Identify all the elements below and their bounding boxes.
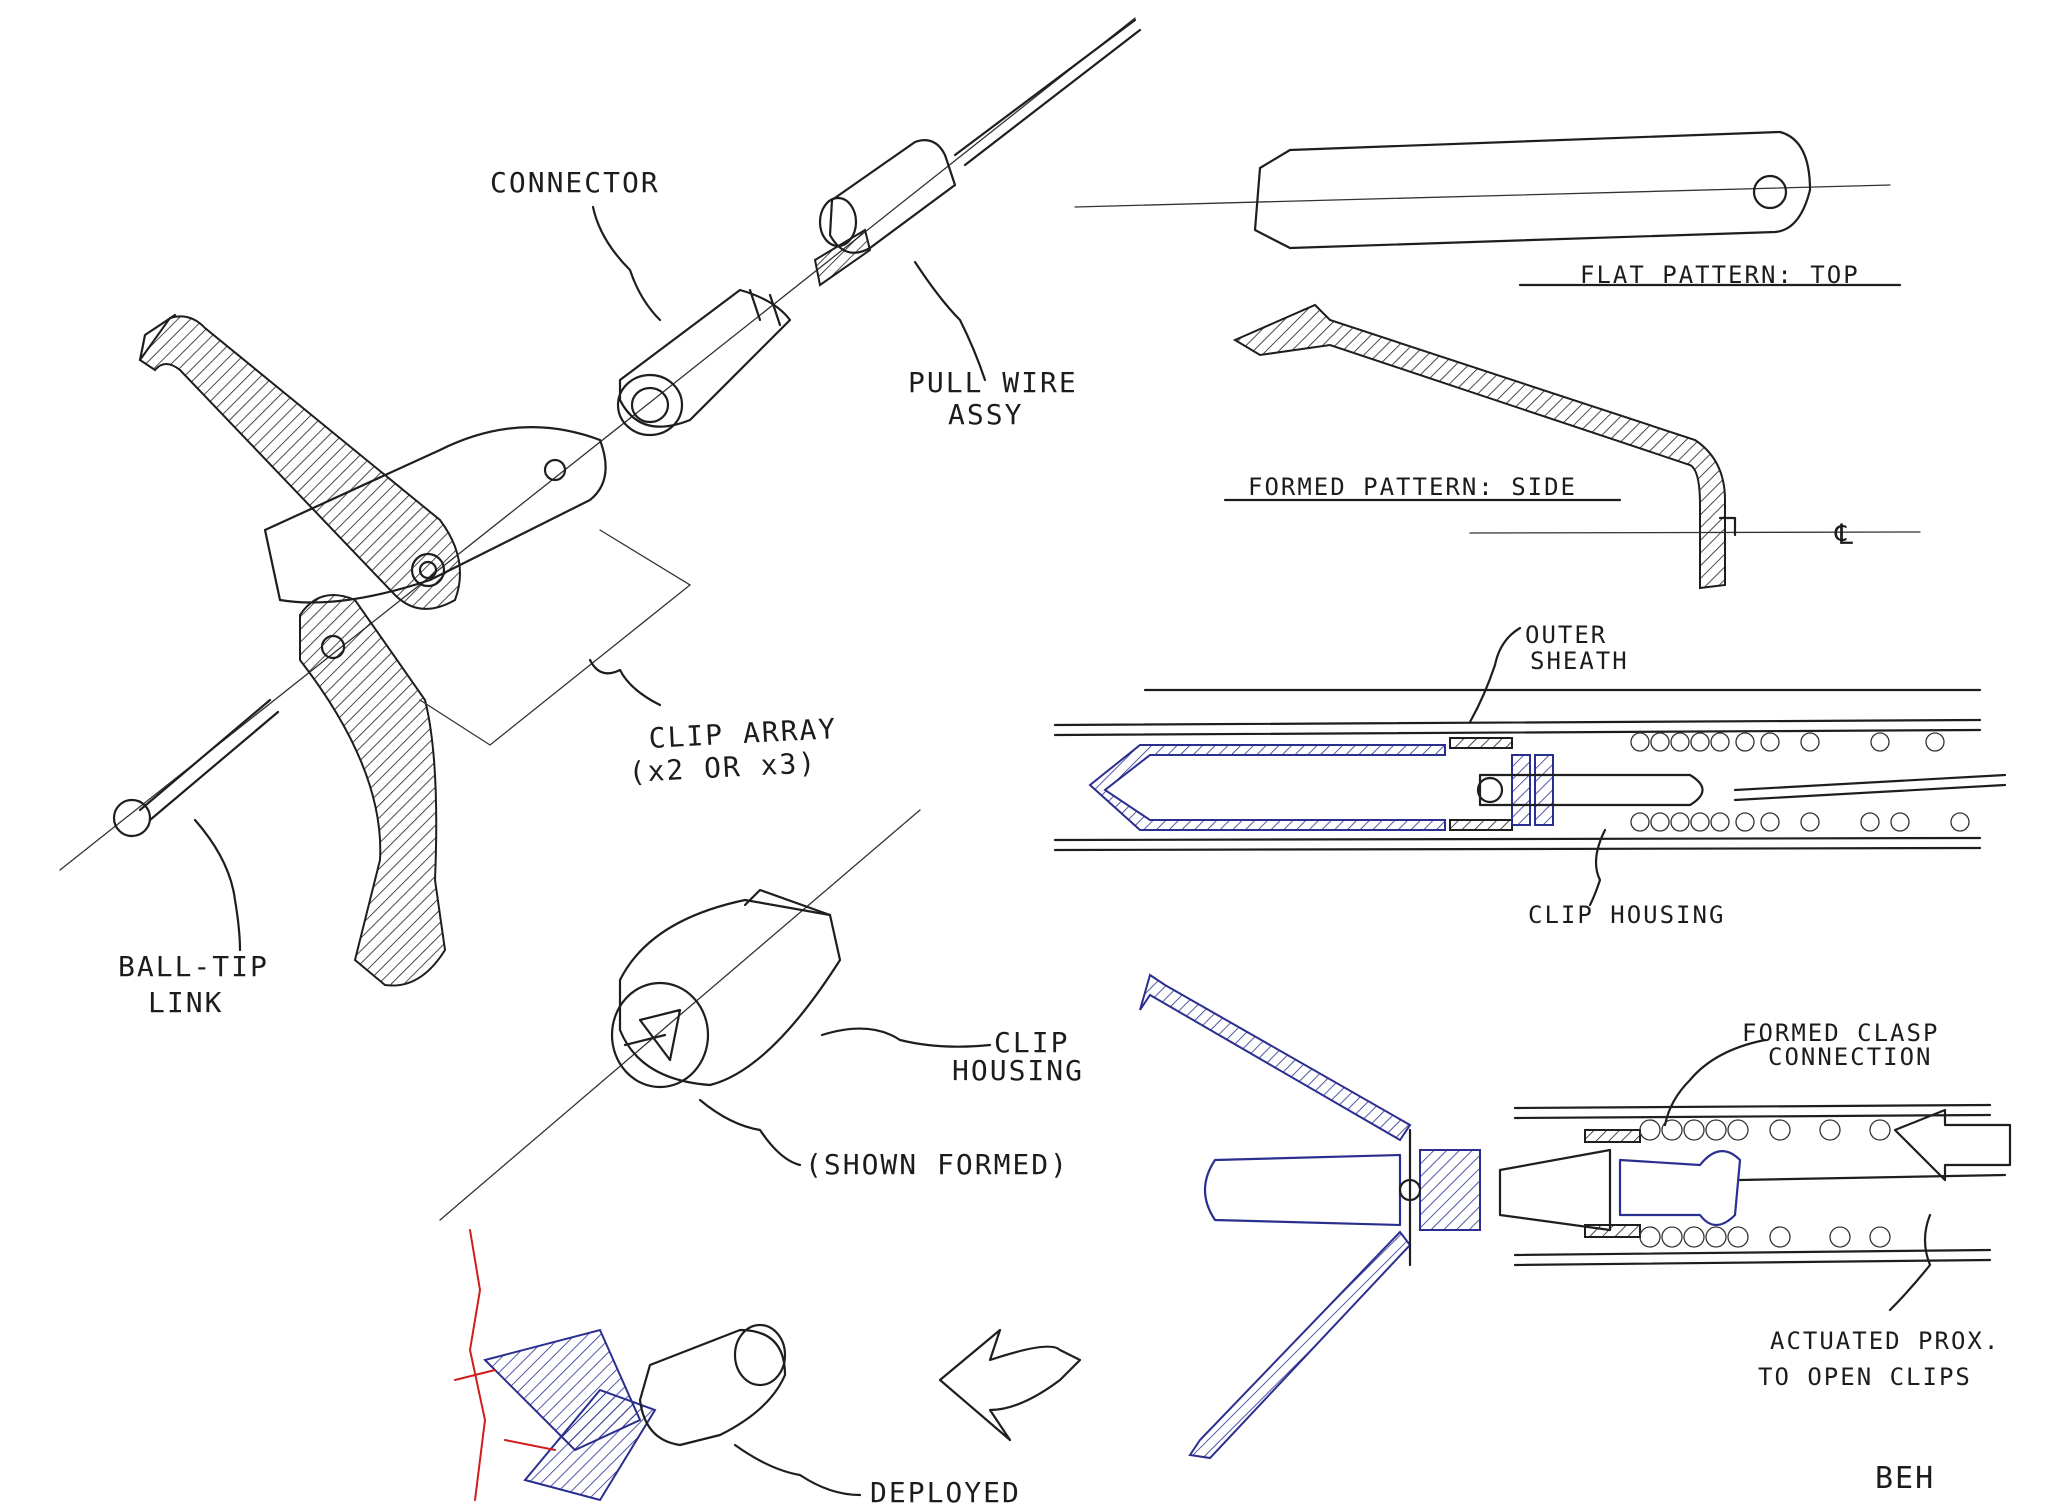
section-view-lower <box>1139 973 2012 1460</box>
label-open-clips: TO OPEN CLIPS <box>1758 1363 1972 1391</box>
label-clip-housing-iso-2: HOUSING <box>952 1054 1085 1087</box>
label-flat-pattern: FLAT PATTERN: TOP <box>1580 261 1860 289</box>
label-formed-clasp: FORMED CLASP <box>1742 1019 1940 1047</box>
label-ball-tip-link: LINK <box>148 986 224 1019</box>
label-outer-sheath: OUTER <box>1525 621 1608 649</box>
exploded-iso-view <box>59 17 1142 1502</box>
formed-pattern-view <box>1223 303 1921 590</box>
flat-pattern-view <box>1074 130 1902 287</box>
label-outer-sheath-2: SHEATH <box>1530 647 1629 675</box>
label-formed-pattern: FORMED PATTERN: SIDE <box>1248 473 1577 501</box>
label-clip-housing-section: CLIP HOUSING <box>1528 901 1726 929</box>
label-ball-tip: BALL-TIP <box>118 950 269 983</box>
label-actuated: ACTUATED PROX. <box>1770 1327 2001 1355</box>
section-view-upper <box>1053 626 2007 907</box>
label-pull-wire-assy: ASSY <box>948 398 1024 431</box>
label-connector: CONNECTOR <box>490 166 660 199</box>
label-clip-housing-iso: CLIP <box>994 1026 1070 1059</box>
label-shown-formed: (SHOWN FORMED) <box>805 1148 1070 1181</box>
signature: BEH <box>1875 1461 1936 1496</box>
label-formed-clasp-connection: CONNECTION <box>1768 1043 1933 1071</box>
label-pull-wire: PULL WIRE <box>908 366 1078 399</box>
label-deployed: DEPLOYED <box>870 1476 1021 1509</box>
label-centerline: ℄ <box>1835 518 1855 551</box>
